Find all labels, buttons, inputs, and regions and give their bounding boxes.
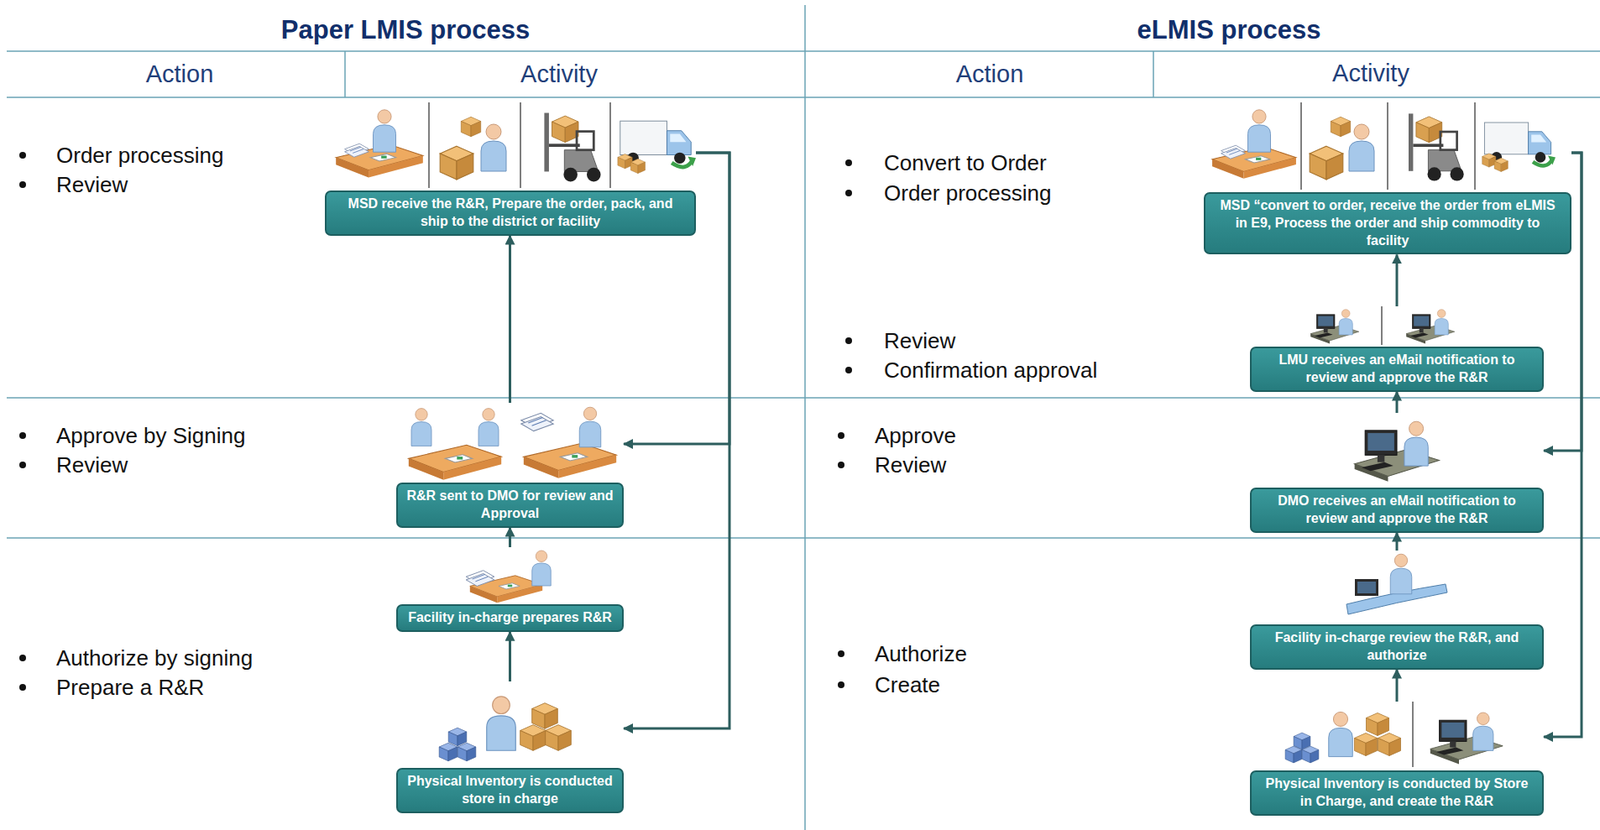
- column-header: Activity: [1332, 60, 1410, 88]
- column-header: Action: [956, 61, 1025, 89]
- activity-step: Facility in-charge review the R&R, and a…: [1249, 550, 1544, 670]
- section-heading: eLMIS process: [1137, 15, 1322, 45]
- step-text: Physical Inventory is conducted store in…: [406, 773, 614, 809]
- elmis-inventory-icons: [1285, 711, 1503, 764]
- flow-arrow: [623, 152, 730, 729]
- action-item: Order processing: [56, 143, 224, 168]
- activity-step: Facility in-charge prepares R&R: [396, 547, 624, 633]
- process-box: MSD “convert to order, receive the order…: [1203, 192, 1572, 255]
- activity-step: R&R sent to DMO for review and Approval: [396, 402, 624, 529]
- icon-slot: [1249, 701, 1544, 771]
- activity-step: LMU receives an eMail notification to re…: [1249, 306, 1544, 393]
- elmis-dmo-icons: [1354, 421, 1440, 482]
- icon-slot: [324, 102, 696, 191]
- step-text: R&R sent to DMO for review and Approval: [406, 487, 614, 523]
- activity-step: MSD receive the R&R, Prepare the order, …: [324, 102, 696, 236]
- process-box: Facility in-charge prepares R&R: [396, 604, 624, 633]
- flow-arrow: [508, 235, 512, 403]
- table-rules: [6, 5, 1600, 830]
- paper-facility-icons: [465, 550, 551, 603]
- process-box: DMO receives an eMail notification to re…: [1249, 487, 1544, 534]
- flow-arrow: [1396, 533, 1399, 551]
- step-text: Physical Inventory is conducted by Store…: [1260, 775, 1534, 811]
- process-box: Physical Inventory is conducted by Store…: [1249, 770, 1544, 816]
- icon-slot: [1203, 102, 1572, 193]
- action-item: Approve by Signing: [56, 423, 246, 449]
- action-item: Review: [56, 172, 128, 198]
- process-box: Physical Inventory is conducted store in…: [396, 768, 624, 814]
- icon-slot: [1249, 550, 1544, 625]
- elmis-order-icons: [1212, 109, 1556, 182]
- elmis-facility-icons: [1346, 554, 1448, 615]
- action-item: Authorize: [874, 642, 968, 667]
- icon-slot: [396, 402, 624, 483]
- icon-slot: [396, 681, 624, 769]
- process-box: MSD receive the R&R, Prepare the order, …: [324, 190, 696, 236]
- paper-dmo-icons: [408, 407, 617, 481]
- action-item: Create: [874, 673, 941, 698]
- activity-step: DMO receives an eMail notification to re…: [1249, 413, 1544, 534]
- action-item: Order processing: [883, 181, 1051, 206]
- step-text: DMO receives an eMail notification to re…: [1260, 492, 1534, 529]
- paper-order-icons: [335, 109, 696, 183]
- step-text: MSD receive the R&R, Prepare the order, …: [334, 195, 686, 231]
- step-text: Facility in-charge prepares R&R: [406, 609, 614, 628]
- bullet-dots: [19, 151, 853, 691]
- flow-arrow: [1396, 392, 1399, 414]
- section-heading: Paper LMIS process: [281, 15, 530, 45]
- icon-slot: [396, 547, 624, 605]
- icon-slot: [1249, 413, 1544, 488]
- action-item: Confirmation approval: [883, 358, 1098, 383]
- action-item: Prepare a R&R: [56, 675, 204, 701]
- action-item: Review: [874, 453, 947, 478]
- process-box: Facility in-charge review the R&R, and a…: [1249, 624, 1544, 670]
- action-item: Convert to Order: [883, 151, 1047, 176]
- step-text: MSD “convert to order, receive the order…: [1213, 197, 1562, 250]
- activity-step: Physical Inventory is conducted store in…: [396, 681, 624, 814]
- action-item: Approve: [874, 423, 957, 449]
- flow-arrow: [508, 528, 512, 548]
- step-text: Facility in-charge review the R&R, and a…: [1260, 629, 1534, 665]
- action-item: Review: [883, 329, 956, 354]
- action-item: Review: [56, 453, 128, 478]
- paper-inventory-icons: [439, 696, 571, 762]
- process-box: R&R sent to DMO for review and Approval: [396, 482, 624, 529]
- column-header: Activity: [520, 61, 598, 89]
- action-item: Authorize by signing: [56, 646, 253, 671]
- activity-step: Physical Inventory is conducted by Store…: [1249, 701, 1544, 816]
- flow-arrow: [508, 632, 512, 682]
- flow-arrow: [1396, 669, 1399, 702]
- flow-arrow: [1396, 254, 1399, 307]
- activity-step: MSD “convert to order, receive the order…: [1203, 102, 1572, 255]
- step-text: LMU receives an eMail notification to re…: [1260, 351, 1534, 387]
- icon-slot: [1249, 306, 1544, 347]
- elmis-lmu-icons: [1310, 309, 1455, 345]
- column-header: Action: [146, 61, 215, 89]
- process-box: LMU receives an eMail notification to re…: [1249, 346, 1544, 393]
